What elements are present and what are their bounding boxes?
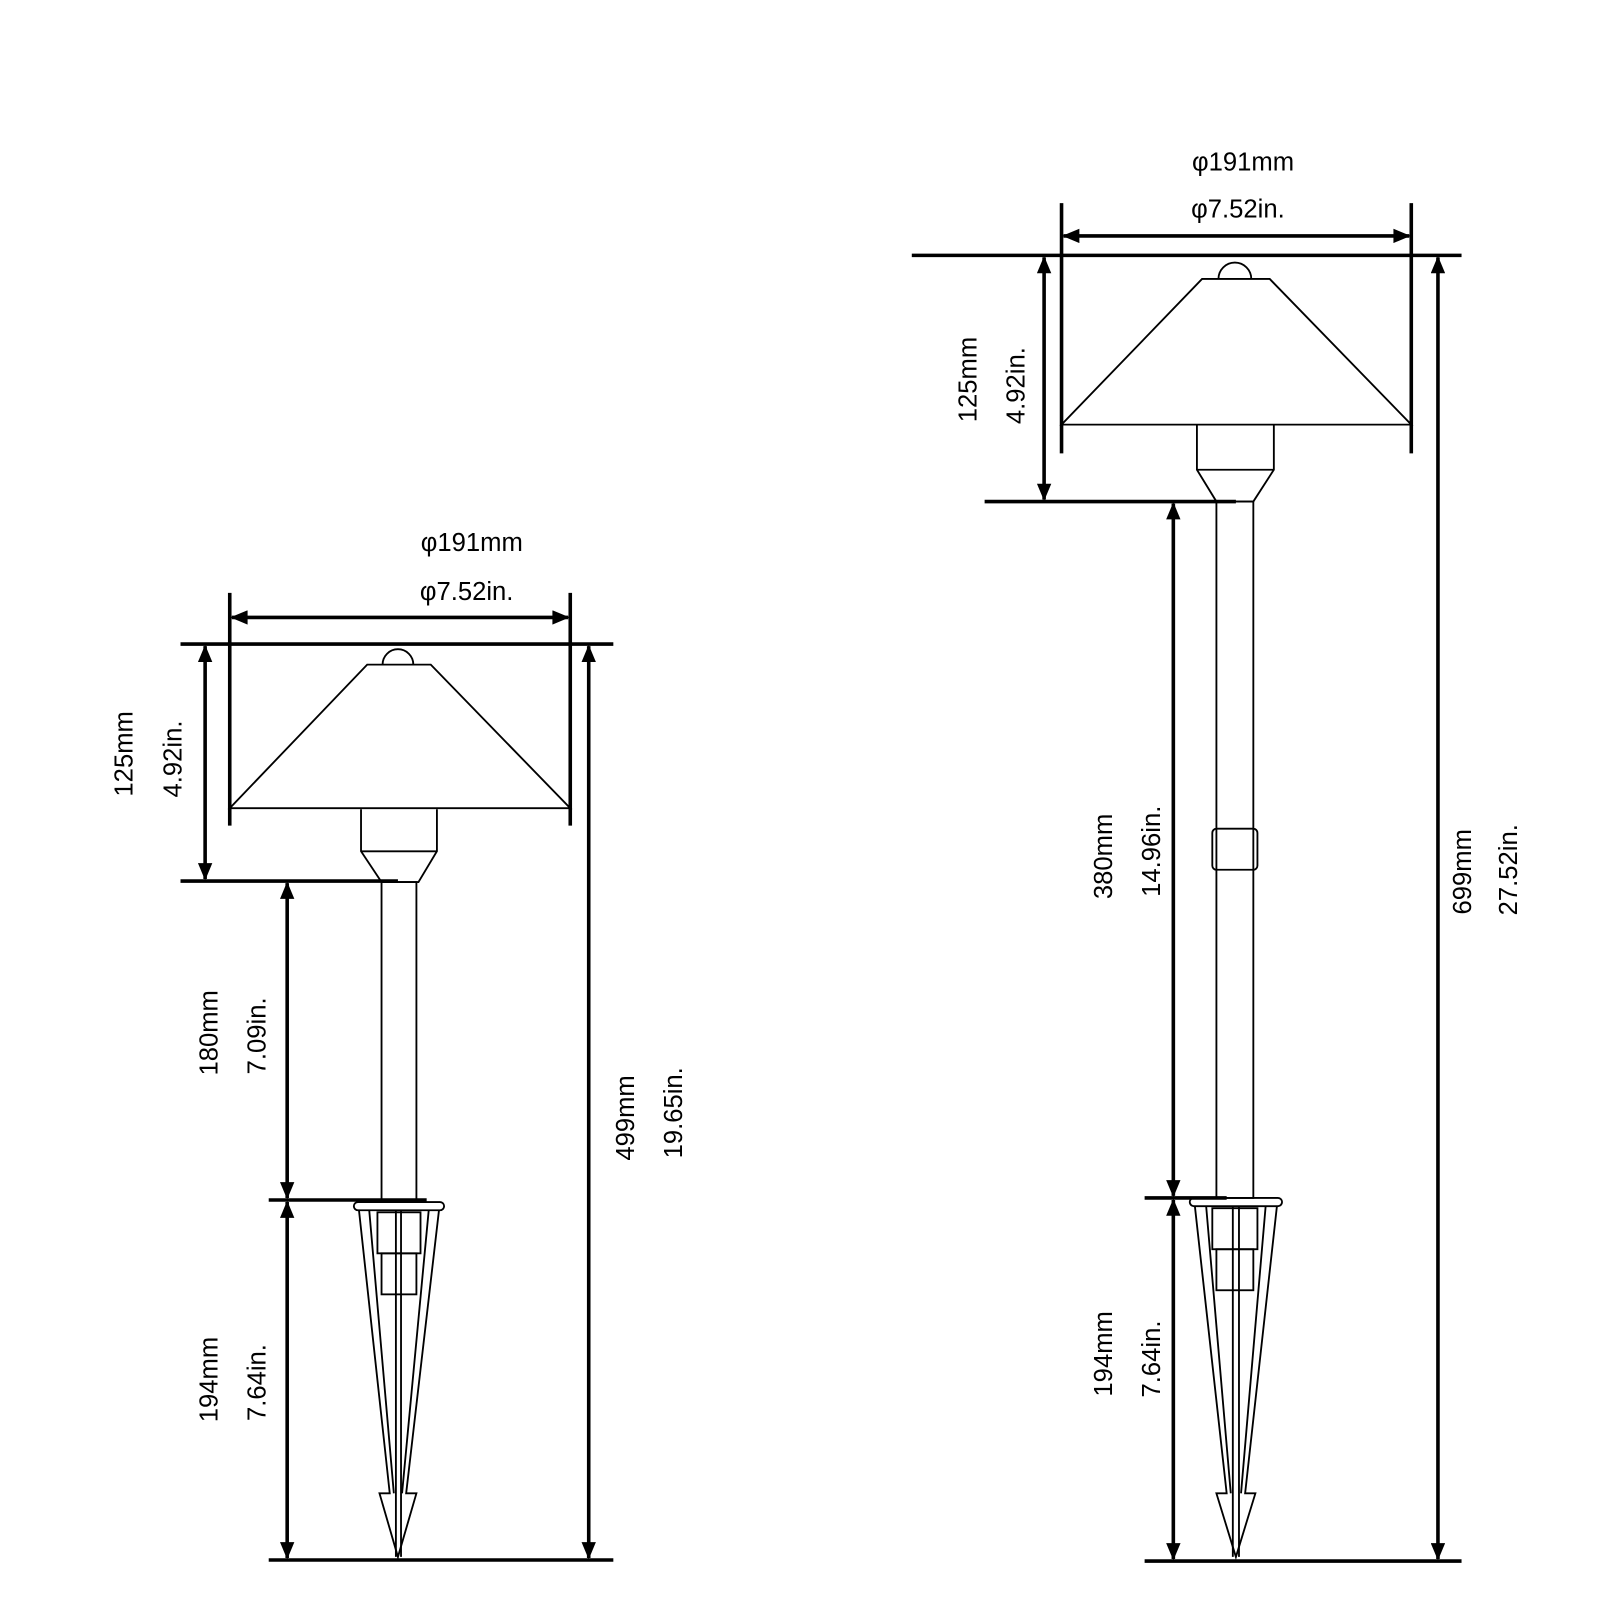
right-diameter-mm: φ191mm — [1192, 148, 1294, 176]
right-stake-height-mm: 194mm — [1090, 1311, 1118, 1396]
right-lamp-dimensions: φ191mm φ7.52in. 125mm 4.92in. 380mm 14.9… — [954, 148, 1523, 1561]
left-stake-height-in: 7.64in. — [244, 1344, 272, 1421]
right-diameter-in: φ7.52in. — [1191, 195, 1285, 223]
right-pole-height-in: 14.96in. — [1138, 806, 1166, 897]
right-total-height-mm: 699mm — [1449, 829, 1477, 914]
right-total-height-in: 27.52in. — [1495, 824, 1523, 915]
right-stake-height-in: 7.64in. — [1138, 1320, 1166, 1397]
left-lamp-dimensions: φ191mm φ7.52in. 125mm 4.92in. 180mm 7.09… — [110, 529, 688, 1560]
left-stake-height-mm: 194mm — [195, 1337, 223, 1422]
left-head-height-mm: 125mm — [110, 711, 138, 796]
left-total-height-mm: 499mm — [612, 1075, 640, 1160]
left-pole-height-in: 7.09in. — [244, 997, 272, 1074]
left-lamp-drawing — [180, 592, 614, 1562]
left-pole-height-mm: 180mm — [195, 990, 223, 1075]
left-total-height-in: 19.65in. — [660, 1067, 688, 1158]
left-diameter-in: φ7.52in. — [420, 578, 514, 606]
left-head-height-in: 4.92in. — [160, 720, 188, 797]
right-head-height-in: 4.92in. — [1003, 347, 1031, 424]
right-head-height-mm: 125mm — [954, 337, 982, 422]
right-pole-height-mm: 380mm — [1090, 814, 1118, 899]
right-lamp-drawing — [911, 203, 1462, 1563]
left-diameter-mm: φ191mm — [421, 529, 523, 557]
